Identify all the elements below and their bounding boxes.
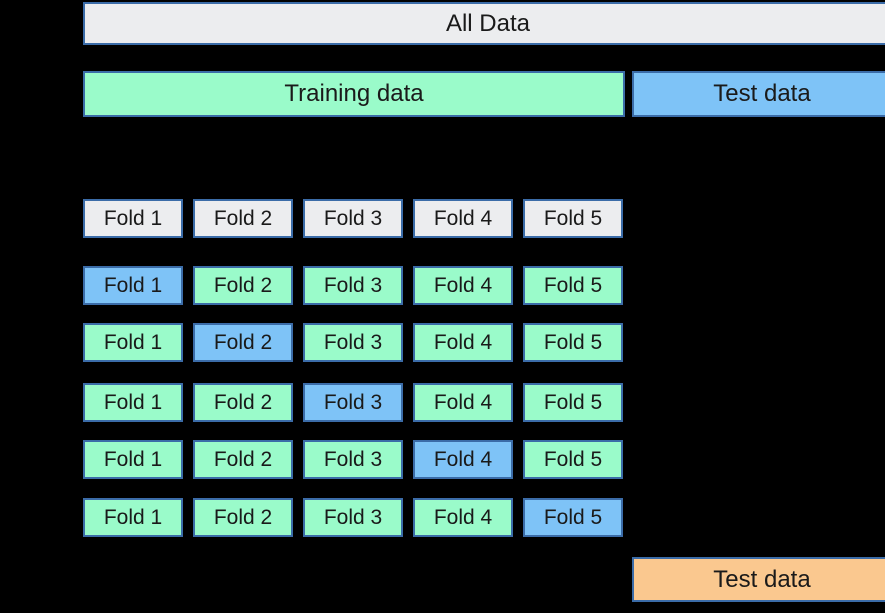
fold-cell: Fold 4: [413, 323, 513, 362]
fold-cell: Fold 5: [523, 383, 623, 422]
fold-cell: Fold 5: [523, 266, 623, 305]
fold-cell: Fold 5: [523, 498, 623, 537]
final-test-data-bar: Test data: [632, 557, 885, 602]
fold-header-cell: Fold 5: [523, 199, 623, 238]
fold-cell: Fold 5: [523, 440, 623, 479]
fold-cell: Fold 1: [83, 498, 183, 537]
fold-cell: Fold 4: [413, 498, 513, 537]
fold-cell: Fold 4: [413, 266, 513, 305]
fold-cell: Fold 3: [303, 498, 403, 537]
fold-header-cell: Fold 4: [413, 199, 513, 238]
fold-cell: Fold 2: [193, 266, 293, 305]
fold-cell: Fold 4: [413, 383, 513, 422]
training-data-bar: Training data: [83, 71, 625, 117]
fold-header-cell: Fold 2: [193, 199, 293, 238]
fold-header-row: Fold 1 Fold 2 Fold 3 Fold 4 Fold 5: [83, 199, 623, 238]
test-data-bar: Test data: [632, 71, 885, 117]
cv-split-row: Fold 1 Fold 2 Fold 3 Fold 4 Fold 5: [83, 266, 623, 305]
cv-split-row: Fold 1 Fold 2 Fold 3 Fold 4 Fold 5: [83, 323, 623, 362]
all-data-bar: All Data: [83, 2, 885, 45]
fold-cell: Fold 1: [83, 440, 183, 479]
fold-cell: Fold 2: [193, 440, 293, 479]
fold-cell: Fold 1: [83, 323, 183, 362]
fold-header-cell: Fold 3: [303, 199, 403, 238]
fold-cell: Fold 1: [83, 383, 183, 422]
fold-cell: Fold 5: [523, 323, 623, 362]
fold-cell: Fold 4: [413, 440, 513, 479]
fold-cell: Fold 2: [193, 383, 293, 422]
fold-cell: Fold 2: [193, 498, 293, 537]
fold-cell: Fold 3: [303, 440, 403, 479]
fold-cell: Fold 3: [303, 323, 403, 362]
fold-cell: Fold 3: [303, 266, 403, 305]
cv-split-row: Fold 1 Fold 2 Fold 3 Fold 4 Fold 5: [83, 383, 623, 422]
fold-cell: Fold 3: [303, 383, 403, 422]
cv-split-row: Fold 1 Fold 2 Fold 3 Fold 4 Fold 5: [83, 498, 623, 537]
fold-header-cell: Fold 1: [83, 199, 183, 238]
fold-cell: Fold 1: [83, 266, 183, 305]
fold-cell: Fold 2: [193, 323, 293, 362]
cv-split-row: Fold 1 Fold 2 Fold 3 Fold 4 Fold 5: [83, 440, 623, 479]
